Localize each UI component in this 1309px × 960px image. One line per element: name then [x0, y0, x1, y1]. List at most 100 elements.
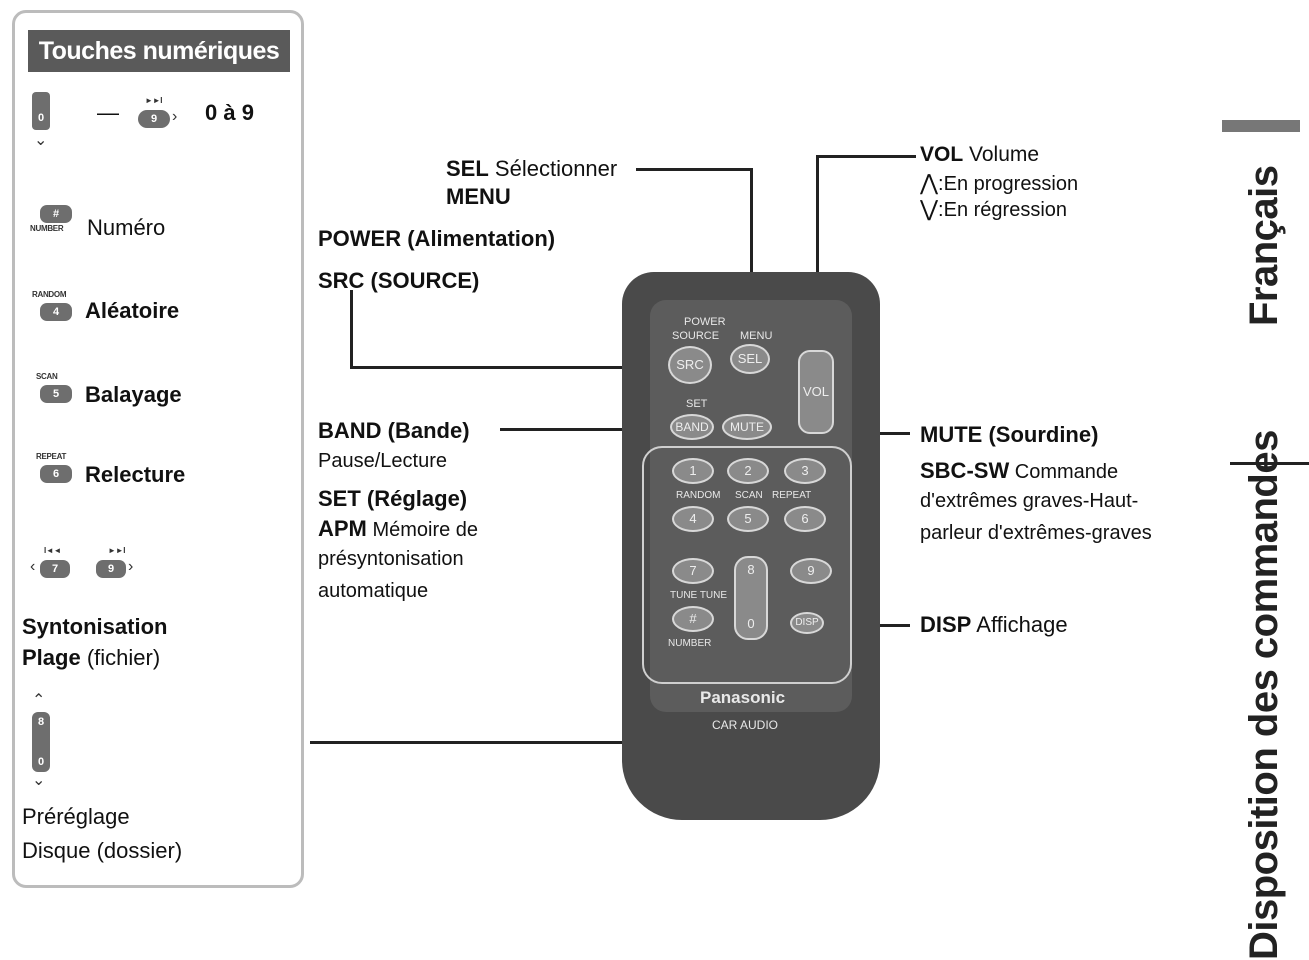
leader-band [500, 428, 682, 431]
rocker-0: 0 [37, 756, 45, 768]
sbc-text: Commande [1014, 461, 1119, 483]
remote-tune-text: TUNE TUNE [670, 590, 728, 601]
leader-src [350, 366, 680, 369]
pause-label: Pause/Lecture [318, 450, 447, 472]
sbc-line2: d'extrêmes graves-Haut- [920, 490, 1139, 512]
prereglage-label: Préréglage [22, 804, 130, 829]
sel-label: SEL [446, 156, 489, 181]
syntonisation-label: Syntonisation [22, 614, 168, 639]
sbc-line3: parleur d'extrêmes-graves [920, 522, 1152, 544]
remote-repeat-text: REPEAT [772, 490, 812, 501]
remote-number-text: NUMBER [668, 638, 712, 649]
aleatoire-label: Aléatoire [85, 298, 180, 323]
sbc-row: SBC-SW Commande [920, 458, 1118, 484]
skip-forward-icon-2: ►►I [108, 546, 126, 555]
leader-numeric [310, 741, 682, 744]
remote-source-text: SOURCE [672, 330, 720, 342]
key-9b-icon: 9 [96, 560, 126, 578]
apm-row: APM Mémoire de [318, 516, 478, 542]
sel-text: Sélectionner [494, 156, 618, 181]
vol-up: :En progression [938, 173, 1079, 195]
brand-logo: Panasonic [700, 688, 786, 707]
remote-menu-text: MENU [740, 330, 773, 342]
apm-line2: présyntonisation [318, 548, 464, 570]
rocker-8-0-button[interactable]: 8 0 [734, 556, 768, 640]
disp-label: DISP [920, 612, 972, 637]
balayage-label: Balayage [85, 382, 182, 407]
key-6-button[interactable]: 6 [784, 506, 826, 532]
rocker-8-0-icon: 8 0 [32, 712, 50, 772]
chevron-down-icon-3: ⋁ [920, 196, 939, 221]
src-button[interactable]: SRC [668, 346, 712, 384]
key-2-button[interactable]: 2 [727, 458, 769, 484]
mute-label: MUTE (Sourdine) [920, 422, 1099, 447]
band-label: BAND (Bande) [318, 418, 470, 443]
remote-set-text: SET [686, 398, 708, 410]
key-hash-button[interactable]: # [672, 606, 714, 632]
leader-vol [816, 155, 916, 158]
leader-vol-v [816, 155, 819, 370]
apm-line3: automatique [318, 580, 429, 602]
key-7-button[interactable]: 7 [672, 558, 714, 584]
fichier-label: (fichier) [86, 645, 161, 670]
vol-up-row: ⋀:En progression [920, 170, 1078, 196]
disp-button[interactable]: DISP [790, 612, 824, 634]
apm-label: APM [318, 516, 367, 541]
vol-rocker[interactable]: VOL [798, 350, 834, 434]
key-5-button[interactable]: 5 [727, 506, 769, 532]
chevron-up-icon: ⌃ [32, 692, 46, 709]
remote-power-text: POWER [684, 316, 726, 328]
key-3-button[interactable]: 3 [784, 458, 826, 484]
disp-text: Affichage [976, 612, 1068, 637]
section-title: Disposition des commandes [1242, 430, 1286, 960]
remote-scan-text: SCAN [735, 490, 763, 501]
rocker-8: 8 [37, 716, 45, 728]
key-0-icon: 0 [32, 92, 50, 130]
set-label: SET (Réglage) [318, 486, 468, 511]
chevron-left-icon: ‹ [30, 558, 36, 575]
digits-range: 0 à 9 [205, 100, 254, 125]
disp-row: DISP Affichage [920, 612, 1068, 638]
power-label: POWER (Alimentation) [318, 226, 556, 251]
chevron-right-icon: › [172, 108, 178, 125]
key-7-icon: 7 [40, 560, 70, 578]
random-caption: RANDOM [32, 290, 67, 299]
leader-sel [636, 168, 750, 171]
disque-label: Disque (dossier) [22, 838, 183, 863]
numeric-keys-panel [12, 10, 304, 888]
key-4-icon: 4 [40, 303, 72, 321]
key-9-icon: 9 [138, 110, 170, 128]
relecture-label: Relecture [85, 462, 186, 487]
leader-sel-v [750, 168, 753, 356]
key-5-icon: 5 [40, 385, 72, 403]
vol-label: VOL [920, 143, 964, 166]
numeric-keypad-frame [642, 446, 852, 684]
vol-row: VOL Volume [920, 143, 1039, 167]
chevron-down-icon: ⌄ [34, 132, 48, 149]
src-label: SRC (SOURCE) [318, 268, 480, 293]
sel-row: SEL Sélectionner [446, 156, 617, 182]
sel-button[interactable]: SEL [730, 344, 770, 374]
chevron-right-icon-2: › [128, 558, 134, 575]
mute-button[interactable]: MUTE [722, 414, 772, 440]
key-4-button[interactable]: 4 [672, 506, 714, 532]
menu-label: MENU [446, 184, 511, 209]
skip-forward-icon: ►►I [145, 96, 163, 105]
scan-caption: SCAN [36, 372, 58, 381]
remote-key-0: 0 [747, 616, 755, 631]
language-label: Français [1242, 165, 1286, 326]
brand-subtitle: CAR AUDIO [712, 718, 779, 732]
number-caption: NUMBER [30, 224, 64, 233]
key-6-icon: 6 [40, 465, 72, 483]
band-button[interactable]: BAND [670, 414, 714, 440]
vol-down: :En régression [938, 199, 1068, 221]
dash: — [97, 100, 119, 125]
leader-src-v [350, 290, 353, 368]
key-1-button[interactable]: 1 [672, 458, 714, 484]
chevron-down-icon-2: ⌄ [32, 772, 46, 789]
key-9-button[interactable]: 9 [790, 558, 832, 584]
plage-row: Plage (fichier) [22, 645, 160, 671]
key-hash-icon: # [40, 205, 72, 223]
vol-text: Volume [969, 143, 1040, 166]
chevron-up-icon-3: ⋀ [920, 170, 939, 195]
